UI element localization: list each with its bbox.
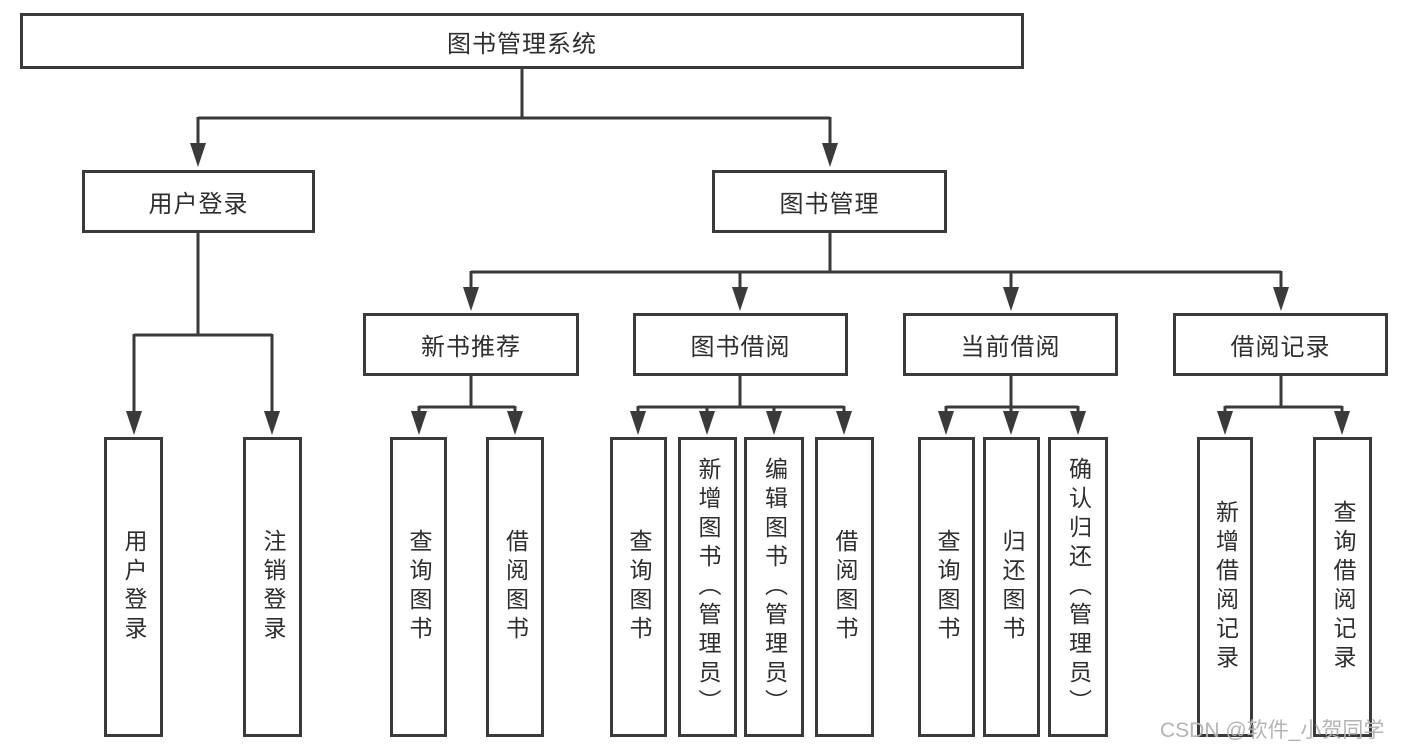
node-new-book-recommend-label: 新书推荐 bbox=[421, 334, 521, 361]
leaf-query-books-recommend: 查询图书 bbox=[390, 437, 447, 737]
csdn-watermark: CSDN @软件_小贺同学 bbox=[1160, 719, 1385, 742]
leaf-query-borrow-record: 查询借阅记录 bbox=[1313, 437, 1372, 737]
leaf-borrow-books: 借阅图书 bbox=[815, 437, 874, 737]
node-current-borrow: 当前借阅 bbox=[903, 313, 1118, 376]
node-borrow-records-label: 借阅记录 bbox=[1230, 334, 1331, 361]
node-book-management-label: 图书管理 bbox=[779, 191, 880, 218]
leaf-borrow-books-recommend: 借阅图书 bbox=[486, 437, 544, 737]
leaf-logout-label: 注销登录 bbox=[260, 529, 286, 645]
node-user-login-label: 用户登录 bbox=[148, 191, 249, 218]
node-root-label: 图书管理系统 bbox=[447, 30, 597, 58]
leaf-confirm-return-admin-label: 确认归还（管理员） bbox=[1065, 456, 1092, 718]
node-book-borrow-label: 图书借阅 bbox=[690, 334, 791, 361]
node-user-login: 用户登录 bbox=[82, 170, 315, 233]
leaf-query-books-borrow-label: 查询图书 bbox=[626, 529, 652, 645]
leaf-edit-books-admin: 编辑图书（管理员） bbox=[744, 437, 804, 737]
leaf-query-books-current-label: 查询图书 bbox=[934, 529, 960, 645]
leaf-edit-books-admin-label: 编辑图书（管理员） bbox=[761, 456, 788, 718]
node-book-management: 图书管理 bbox=[712, 170, 947, 233]
leaf-add-books-admin: 新增图书（管理员） bbox=[678, 437, 737, 737]
leaf-borrow-books-label: 借阅图书 bbox=[832, 529, 858, 645]
leaf-return-books-label: 归还图书 bbox=[999, 529, 1025, 645]
node-root: 图书管理系统 bbox=[20, 13, 1024, 69]
leaf-query-books-recommend-label: 查询图书 bbox=[406, 529, 432, 645]
leaf-query-borrow-record-label: 查询借阅记录 bbox=[1330, 500, 1356, 674]
node-new-book-recommend: 新书推荐 bbox=[363, 313, 579, 376]
leaf-user-login: 用户登录 bbox=[104, 437, 163, 737]
node-current-borrow-label: 当前借阅 bbox=[960, 334, 1061, 361]
leaf-return-books: 归还图书 bbox=[983, 437, 1040, 737]
leaf-confirm-return-admin: 确认归还（管理员） bbox=[1048, 437, 1108, 737]
leaf-logout: 注销登录 bbox=[243, 437, 302, 737]
leaf-query-books-current: 查询图书 bbox=[918, 437, 975, 737]
leaf-borrow-books-recommend-label: 借阅图书 bbox=[502, 529, 529, 645]
leaf-query-books-borrow: 查询图书 bbox=[610, 437, 667, 737]
arrowheads bbox=[126, 143, 1350, 435]
leaf-add-borrow-record: 新增借阅记录 bbox=[1197, 437, 1253, 737]
leaf-add-borrow-record-label: 新增借阅记录 bbox=[1212, 500, 1239, 674]
node-borrow-records: 借阅记录 bbox=[1173, 313, 1388, 376]
node-book-borrow: 图书借阅 bbox=[633, 313, 848, 376]
leaf-add-books-admin-label: 新增图书（管理员） bbox=[695, 456, 721, 718]
leaf-user-login-label: 用户登录 bbox=[121, 529, 147, 645]
